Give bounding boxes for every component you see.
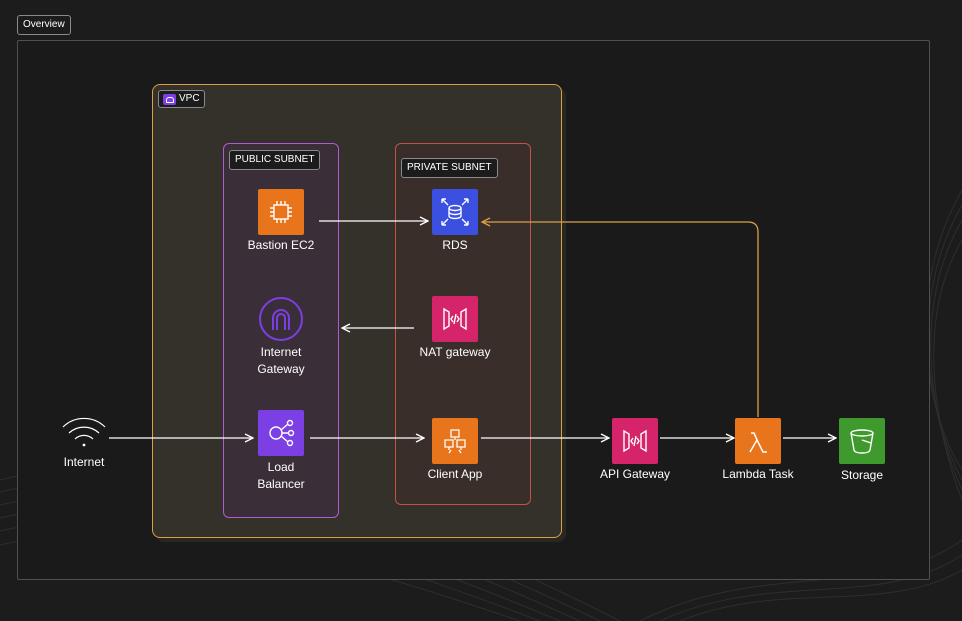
public-subnet-label: PUBLIC SUBNET	[229, 150, 321, 170]
ec2-chip-icon	[270, 201, 292, 223]
lambda-task-label: Lambda Task	[722, 467, 794, 481]
internet-gateway-icon	[259, 297, 303, 341]
rds-node[interactable]	[432, 189, 478, 235]
client-app-node[interactable]	[432, 418, 478, 464]
api-gateway-icon	[623, 429, 647, 453]
storage-node[interactable]	[839, 418, 885, 464]
internet-gateway-node[interactable]	[258, 296, 304, 342]
internet-gateway-label: Internet Gateway	[257, 345, 305, 376]
storage-label: Storage	[840, 468, 884, 482]
private-subnet-label: PRIVATE SUBNET	[401, 158, 498, 178]
load-balancer-icon	[269, 419, 295, 447]
client-app-label: Client App	[427, 467, 483, 481]
vpc-icon	[163, 93, 176, 105]
internet-label: Internet	[63, 455, 105, 469]
rds-label: RDS	[442, 238, 468, 252]
api-gateway-label: API Gateway	[599, 467, 671, 481]
lambda-task-node[interactable]	[735, 418, 781, 464]
rds-database-icon	[441, 198, 469, 226]
nat-gateway-label: NAT gateway	[419, 345, 491, 359]
load-balancer-label: Load Balancer	[257, 460, 305, 491]
api-gateway-node[interactable]	[612, 418, 658, 464]
client-app-icon	[444, 429, 466, 454]
overview-tab[interactable]: Overview	[17, 15, 71, 35]
internet-node	[61, 409, 107, 455]
bastion-ec2-node[interactable]	[258, 189, 304, 235]
s3-bucket-icon	[850, 429, 874, 454]
nat-gateway-node[interactable]	[432, 296, 478, 342]
bastion-ec2-label: Bastion EC2	[247, 238, 315, 252]
lambda-icon	[749, 432, 767, 453]
nat-gateway-icon	[443, 307, 467, 331]
vpc-label: VPC	[179, 93, 200, 104]
vpc-tag: VPC	[158, 90, 205, 108]
load-balancer-node[interactable]	[258, 410, 304, 456]
wifi-icon	[62, 417, 106, 447]
